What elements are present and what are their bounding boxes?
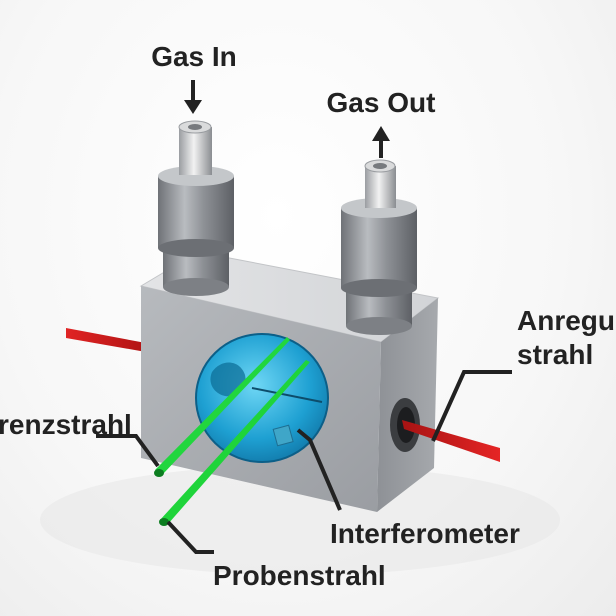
gas-out-tube-bore: [373, 163, 387, 169]
gas-in-fitting: [158, 120, 234, 296]
interferometer-leader-line: [296, 428, 342, 511]
reference-leader-line: [96, 434, 160, 468]
gas-in-hex-nut-rim: [158, 239, 234, 257]
floor-shadow: [40, 465, 560, 575]
gas-in-tube-bore: [188, 124, 202, 130]
gas-out-hex-nut: [341, 208, 417, 288]
gas-out-arrow: [372, 126, 390, 158]
gas-out-label: Gas Out: [327, 87, 436, 118]
excitation-beam-right: [402, 420, 500, 462]
excitation-beam-left: [66, 328, 146, 352]
gas-out-tube: [365, 166, 396, 208]
excitation-leader-line: [431, 370, 512, 442]
probe-beam-end: [159, 518, 169, 526]
reference-beam-label: renzstrahl: [0, 409, 132, 440]
gas-out-fitting: [341, 159, 417, 335]
probe-beam: [160, 360, 310, 524]
reference-beam-end: [154, 469, 164, 477]
gas-in-fitting-base-rim: [163, 278, 229, 296]
excitation-beam-label-line1: Anregu: [517, 305, 615, 336]
reference-beam: [155, 337, 290, 474]
gas-out-fitting-base-rim: [346, 317, 412, 335]
probe-beam-label: Probenstrahl: [213, 560, 386, 591]
gas-in-arrow: [184, 80, 202, 114]
probe-leader-line: [166, 520, 214, 554]
window-split-line: [251, 387, 323, 403]
excitation-beam-label-line2: strahl: [517, 339, 593, 370]
interferometer-element: [272, 424, 294, 447]
gas-in-hex-nut: [158, 176, 234, 248]
interferometer-label: Interferometer: [330, 518, 520, 549]
optical-window: [195, 333, 329, 463]
gas-out-hex-nut-rim: [341, 279, 417, 297]
gas-in-hex-nut-top: [158, 166, 234, 186]
gas-in-label: Gas In: [151, 41, 237, 72]
gas-in-tube: [179, 127, 212, 175]
